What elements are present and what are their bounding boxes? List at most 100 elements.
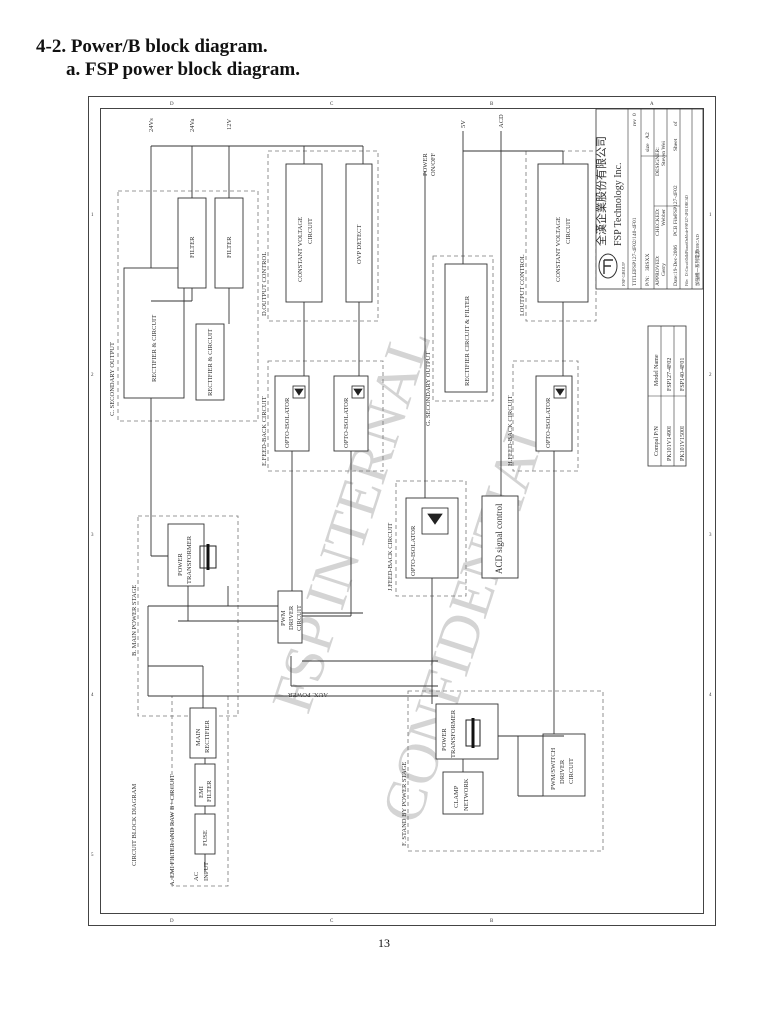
checked-label: CHECKED: [655, 208, 661, 236]
block-diagram: D C B A D C B 1 2 3 4 5 1 2 3 4 FSP INTE… [88, 96, 716, 926]
date-label: Date: [673, 274, 679, 286]
file-label: File: [684, 279, 689, 286]
fuse-label: FUSE [202, 830, 209, 846]
constant-voltage-block-2 [537, 163, 589, 303]
section-d-label: D.OUTPUT CONTROL [261, 252, 268, 316]
table-cell: FSP127-4F02 [667, 358, 673, 391]
title-block: 全漢企業股份有限公司 FSP Technology Inc. FSP GROUP… [594, 108, 704, 290]
section-h-label: H.FEED-BACK CIRCUIT [507, 396, 514, 466]
title-note: 加強機一系列電源ORCAD [694, 233, 701, 286]
opto-label: OPTO-ISOLATOR [545, 397, 552, 448]
rectifier-circuit-block-1 [123, 267, 185, 399]
title-value: FSP127-4F02/140-4F01 [632, 217, 638, 271]
pwm-switch-block [542, 733, 586, 797]
border-letter: B [490, 102, 494, 107]
circuit-label: CIRCUIT [296, 605, 303, 631]
size-value: A2 [645, 132, 651, 139]
rectifier-filter-block [444, 263, 488, 393]
pn-label: P/N: [645, 275, 651, 286]
section-g-label: G. SECONDARY OUTPUT [425, 352, 432, 426]
file-value: D:\Circuit\OdIdPfunctiOnMode-FSP127-4F02… [685, 195, 689, 276]
opto-label: OPTO-ISOLATOR [284, 397, 291, 448]
sheet-value: of [672, 121, 679, 126]
clamp-network-block [442, 771, 484, 815]
emi-label: EMI [198, 786, 205, 798]
pwm-driver-block [277, 590, 303, 644]
border-letter: D [170, 102, 174, 107]
output-12v-label: 12V [226, 119, 233, 131]
aux-power-label: AUX. POWER [287, 691, 328, 698]
fsp-group-label: FSP GROUP [621, 262, 626, 286]
clamp-label: CLAMP [453, 785, 460, 808]
border-number: 2 [91, 373, 94, 378]
pn-value: 3BSXX [645, 254, 651, 271]
acd-signal-block [481, 495, 519, 579]
circuit-label: CIRCUIT [568, 758, 575, 784]
border-letter: A [650, 102, 654, 107]
transformer-label: TRANSFORMER [186, 535, 193, 584]
section-b-group [137, 515, 239, 717]
section-e-label: E.FEED-BACK CIRCUIT [261, 396, 268, 466]
ovp-label: OVP DETECT [356, 225, 363, 264]
transformer-label: TRANSFORMER [450, 709, 457, 758]
opto-label: OPTO-ISOLATOR [410, 525, 417, 576]
section-subheading: a. FSP power block diagram. [66, 59, 300, 80]
output-24va-label: 24Va [189, 119, 196, 132]
input-label: INPUT [203, 862, 210, 881]
filter-label: FILTER [226, 236, 233, 258]
table-header: Compal P/N [654, 425, 660, 456]
transformer-core-icon [199, 544, 481, 748]
pwm-switch-label: PWM/SWITCH [550, 747, 557, 790]
output-24vs-label: 24Vs [148, 118, 155, 132]
main-rectifier-block [189, 707, 217, 759]
border-letter: D [170, 919, 174, 924]
page-number: 13 [378, 936, 390, 950]
pwm-label: PWM [280, 610, 287, 626]
power-label: POWER [441, 728, 448, 751]
acd-signal-label: ACD signal control [494, 503, 504, 574]
table-header: Model Name [654, 354, 660, 386]
section-b-label: B. MAIN POWER STAGE [131, 585, 138, 656]
designer-value: Steven Wei [661, 141, 667, 166]
border-number: 1 [709, 213, 712, 218]
section-c-group [117, 190, 259, 422]
border-number: 5 [91, 853, 94, 858]
cv-circuit-label: CIRCUIT [565, 218, 572, 244]
diagram-title: CIRCUIT BLOCK DIAGRAM [131, 784, 138, 866]
cv-label: CONSTANT VOLTAGE [555, 217, 562, 282]
rectifier-circuit-label: RECTIFIER & CIRCUIT [207, 329, 214, 396]
filter-block-2 [214, 197, 244, 289]
output-acd-label: ACD [498, 114, 505, 128]
border-number: 3 [709, 533, 712, 538]
pcb-label: PCB File: [673, 214, 679, 236]
approved-value: Gerry [661, 263, 667, 276]
section-j-label: J.FEED-BACK CIRCUIT [387, 523, 394, 591]
section-heading: 4-2. Power/B block diagram. [36, 36, 268, 57]
section-a-label: A. EMI FILTER AND RAW B+ CIRCUIT [169, 774, 176, 886]
opto-isolator-block-2 [333, 375, 369, 452]
ovp-detect-block [345, 163, 373, 303]
section-e-group [267, 360, 384, 472]
rev-value: 0 [632, 113, 638, 116]
filter-label: FILTER [189, 236, 196, 258]
border-letter: C [330, 102, 334, 107]
section-h-group [512, 360, 579, 472]
border-number: 1 [91, 213, 94, 218]
filter-label: FILTER [206, 780, 213, 802]
model-table: Compal P/N Model Name PK101V1490I FSP127… [647, 325, 687, 467]
cv-label: CONSTANT VOLTAGE [297, 217, 304, 282]
checked-value: Webber [661, 209, 667, 226]
opto-label: OPTO-ISOLATOR [343, 397, 350, 448]
network-label: NETWORK [463, 778, 470, 811]
driver-label: DRIVER [288, 605, 295, 630]
power-transformer-block [167, 523, 205, 587]
border-number: 4 [91, 693, 94, 698]
rev-label: rev [632, 119, 638, 126]
border-number: 3 [91, 533, 94, 538]
section-f-group [407, 690, 604, 852]
fsp-logo-icon [598, 253, 618, 279]
company-name-en: FSP Technology Inc. [613, 163, 624, 246]
output-5v-label: 5V [460, 120, 467, 128]
section-j-group [395, 480, 467, 597]
ac-label: AC [193, 872, 200, 881]
